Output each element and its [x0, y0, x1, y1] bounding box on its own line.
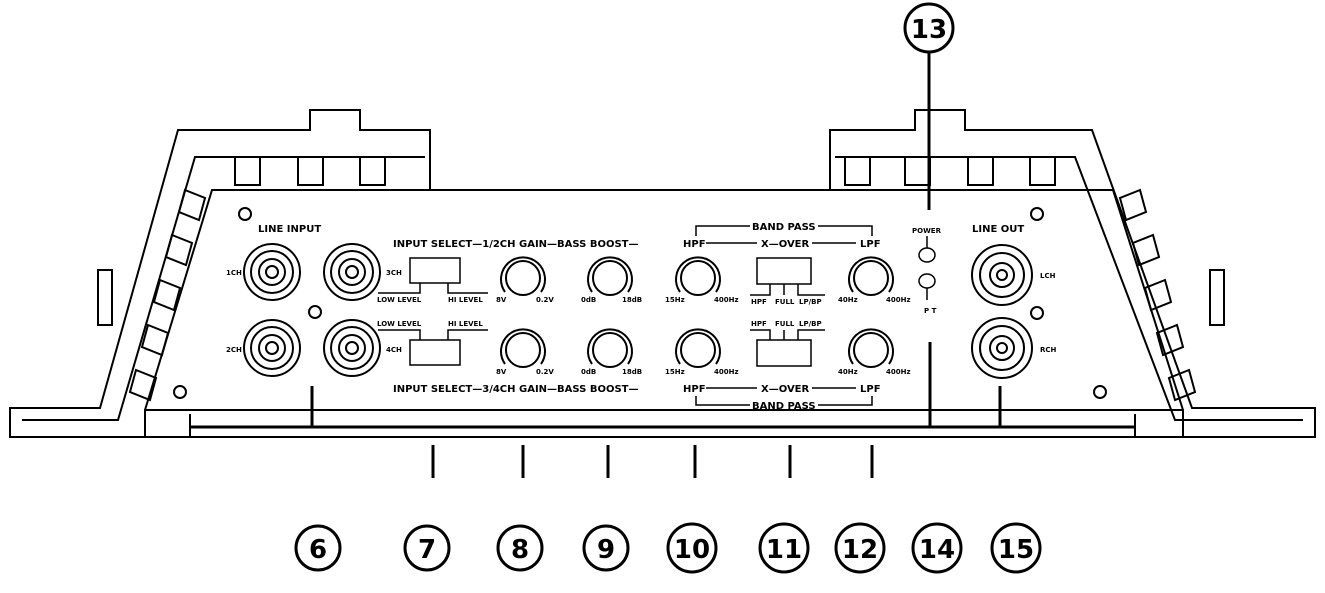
3ch-label: 3CH [386, 269, 402, 277]
protect-led [918, 273, 936, 289]
svg-text:7: 7 [418, 535, 436, 565]
2ch-label: 2CH [226, 346, 242, 354]
rca-jack-3ch [323, 243, 381, 301]
bass-boost-knob-12[interactable] [587, 256, 633, 296]
bass-boost-knob-34[interactable] [587, 328, 633, 368]
lpf-min-bottom: 40Hz [838, 368, 858, 376]
low-level-label-top: LOW LEVEL [377, 296, 422, 304]
xover-lpbp-bottom: LP/BP [799, 320, 822, 328]
hpf-max-bottom: 400Hz [714, 368, 739, 376]
xover-full-top: FULL [775, 298, 795, 306]
power-label: POWER [912, 227, 942, 235]
hpf-max-top: 400Hz [714, 296, 739, 304]
svg-text:12: 12 [842, 535, 878, 565]
callout-9: 9 [582, 524, 630, 572]
callout-8: 8 [496, 524, 544, 572]
pt-label: P T [924, 307, 937, 315]
amplifier-housing [9, 109, 1316, 438]
gain-max-top: 0.2V [536, 296, 554, 304]
rca-jack-4ch [323, 319, 381, 377]
hpf-min-top: 15Hz [665, 296, 685, 304]
bass-min-bottom: 0dB [581, 368, 596, 376]
bass-max-top: 18dB [622, 296, 642, 304]
callout-15: 15 [990, 522, 1042, 574]
xover-hpf-top: HPF [751, 298, 767, 306]
line-input-label: LINE INPUT [258, 224, 321, 235]
xover-switch-12[interactable] [750, 257, 825, 296]
lpf-knob-34[interactable] [848, 328, 894, 368]
rch-label: RCH [1040, 346, 1057, 354]
lpf-label-bottom: LPF [860, 384, 881, 395]
svg-text:6: 6 [309, 535, 327, 565]
gain-knob-34[interactable] [500, 328, 546, 368]
xover-lpbp-top: LP/BP [799, 298, 822, 306]
callout-10: 10 [666, 522, 718, 574]
svg-text:10: 10 [674, 535, 710, 565]
callout-6: 6 [294, 524, 342, 572]
hi-level-label-bottom: HI LEVEL [448, 320, 483, 328]
input-select-switch-12[interactable] [378, 257, 488, 294]
xover-label-bottom: X—OVER [761, 384, 810, 395]
bottom-row-label: INPUT SELECT—3/4CH GAIN—BASS BOOST— [393, 384, 638, 395]
gain-max-bottom: 0.2V [536, 368, 554, 376]
gain-knob-12[interactable] [500, 256, 546, 296]
rca-jack-1ch [243, 243, 301, 301]
hpf-label-top: HPF [683, 239, 706, 250]
low-level-label-bottom: LOW LEVEL [377, 320, 422, 328]
rca-jacks [243, 243, 1033, 379]
hpf-knob-34[interactable] [675, 328, 721, 368]
input-select-switch-34[interactable] [378, 329, 488, 366]
svg-text:15: 15 [998, 535, 1034, 565]
bass-min-top: 0dB [581, 296, 596, 304]
xover-switch-34[interactable] [750, 329, 825, 367]
1ch-label: 1CH [226, 269, 242, 277]
callout-12: 12 [834, 522, 886, 574]
hpf-label-bottom: HPF [683, 384, 706, 395]
4ch-label: 4CH [386, 346, 402, 354]
callout-7: 7 [403, 524, 451, 572]
top-row-label: INPUT SELECT—1/2CH GAIN—BASS BOOST— [393, 239, 638, 250]
lpf-min-top: 40Hz [838, 296, 858, 304]
xover-label-top: X—OVER [761, 239, 810, 250]
lpf-max-bottom: 400Hz [886, 368, 911, 376]
hpf-knob-12[interactable] [675, 256, 721, 296]
svg-text:9: 9 [597, 535, 615, 565]
callout-14: 14 [911, 522, 963, 574]
gain-min-top: 8V [496, 296, 507, 304]
gain-min-bottom: 8V [496, 368, 507, 376]
callout-11: 11 [758, 522, 810, 574]
rca-jack-rch [971, 317, 1033, 379]
bass-max-bottom: 18dB [622, 368, 642, 376]
power-led [918, 247, 936, 263]
hi-level-label-top: HI LEVEL [448, 296, 483, 304]
band-pass-label-top: BAND PASS [752, 222, 816, 233]
callout-13: 13 [903, 2, 955, 54]
lpf-knob-12[interactable] [848, 256, 894, 296]
lch-label: LCH [1040, 272, 1056, 280]
lpf-label-top: LPF [860, 239, 881, 250]
svg-text:8: 8 [511, 535, 529, 565]
band-pass-label-bottom: BAND PASS [752, 401, 816, 412]
svg-text:13: 13 [911, 15, 947, 45]
svg-text:14: 14 [919, 535, 955, 565]
lpf-max-top: 400Hz [886, 296, 911, 304]
xover-hpf-bottom: HPF [751, 320, 767, 328]
hpf-min-bottom: 15Hz [665, 368, 685, 376]
rca-jack-2ch [243, 319, 301, 377]
svg-text:11: 11 [766, 535, 802, 565]
line-out-label: LINE OUT [972, 224, 1024, 235]
xover-full-bottom: FULL [775, 320, 795, 328]
rca-jack-lch [971, 244, 1033, 306]
